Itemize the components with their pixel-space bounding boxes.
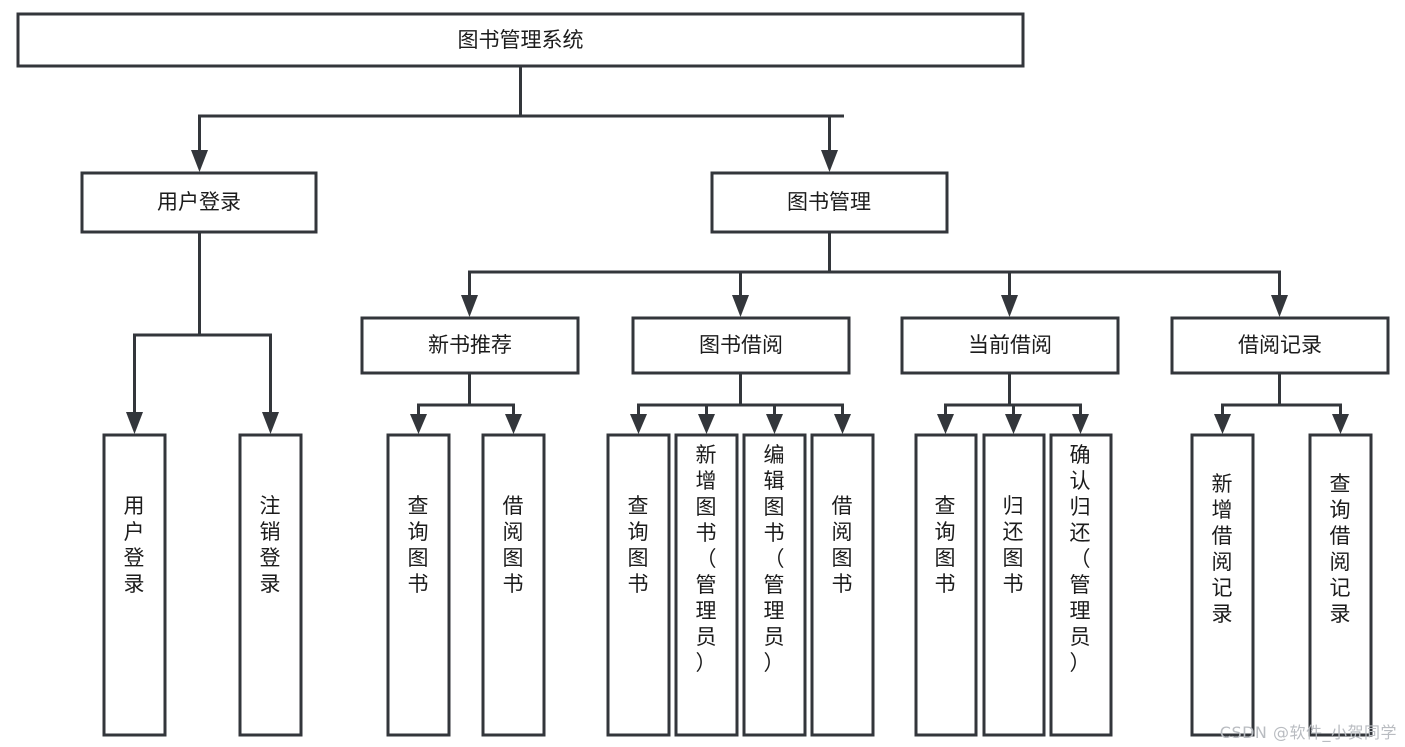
node-leaf-logout-label: 注销登录 [260,494,281,596]
node-leaf-borrow-book-borrow[interactable]: 借阅图书 [810,433,875,737]
arrow-current-to-leaf1 [937,414,954,434]
node-leaf-query-book-current-label: 查询图书 [935,494,956,596]
node-borrow-records-box[interactable] [1170,316,1390,375]
node-current-borrow[interactable]: 当前借阅 [900,316,1120,375]
arrow-borrow-to-leaf2 [698,414,715,434]
node-leaf-borrow-book-recommend-label: 借阅图书 [503,494,524,596]
node-leaf-query-book-recommend-box[interactable] [386,433,451,737]
node-current-borrow-box[interactable] [900,316,1120,375]
node-leaf-query-book-current-box[interactable] [914,433,978,737]
node-leaf-add-borrow-record-box[interactable] [1190,433,1255,737]
node-leaf-query-book-borrow[interactable]: 查询图书 [606,433,671,737]
node-borrow-records-label: 借阅记录 [1238,333,1322,357]
node-leaf-confirm-return-admin-box[interactable] [1049,433,1113,737]
node-leaf-query-borrow-record-box[interactable] [1308,433,1373,737]
node-leaf-user-login-box[interactable] [102,433,167,737]
arrow-records-to-leaf1 [1214,414,1231,434]
node-leaf-edit-book-admin-box[interactable] [742,433,807,737]
node-leaf-logout[interactable]: 注销登录 [238,433,303,737]
node-leaf-edit-book-admin-label: 编辑图书（管理员） [764,443,785,675]
arrow-records-to-leaf2 [1332,414,1349,434]
node-leaf-query-book-recommend[interactable]: 查询图书 [386,433,451,737]
node-leaf-add-borrow-record[interactable]: 新增借阅记录 [1190,433,1255,737]
node-leaf-borrow-book-recommend-box[interactable] [481,433,546,737]
node-root-book-management-system[interactable]: 图书管理系统 [16,12,1025,68]
node-leaf-query-book-borrow-label: 查询图书 [628,494,649,596]
node-leaf-edit-book-admin[interactable]: 编辑图书（管理员） [742,433,807,737]
node-leaf-return-book[interactable]: 归还图书 [982,433,1046,737]
watermark-label: CSDN @软件_小贺同学 [1219,723,1397,742]
arrow-root-to-user-login [191,150,208,172]
arrow-userlogin-to-leaf1 [126,412,143,434]
arrow-current-to-leaf3 [1072,414,1089,434]
node-leaf-confirm-return-admin[interactable]: 确认归还（管理员） [1049,433,1113,737]
node-leaf-borrow-book-borrow-label: 借阅图书 [832,494,853,596]
node-leaf-query-book-current[interactable]: 查询图书 [914,433,978,737]
arrow-newbook-to-leaf2 [505,414,522,434]
node-borrow-records[interactable]: 借阅记录 [1170,316,1390,375]
node-leaf-confirm-return-admin-label: 确认归还（管理员） [1070,443,1091,675]
node-book-management[interactable]: 图书管理 [710,171,949,234]
node-root-box[interactable] [16,12,1025,68]
node-leaf-query-book-recommend-label: 查询图书 [408,494,429,596]
node-leaf-borrow-book-borrow-box[interactable] [810,433,875,737]
node-leaf-query-borrow-record[interactable]: 查询借阅记录 [1308,433,1373,737]
connector-layer [126,64,1349,434]
node-book-management-box[interactable] [710,171,949,234]
node-leaf-query-borrow-record-label: 查询借阅记录 [1330,472,1351,626]
node-leaf-borrow-book-recommend[interactable]: 借阅图书 [481,433,546,737]
node-book-borrow[interactable]: 图书借阅 [631,316,851,375]
node-leaf-query-book-borrow-box[interactable] [606,433,671,737]
node-root-label: 图书管理系统 [458,28,584,52]
node-leaf-logout-box[interactable] [238,433,303,737]
arrow-bookmgmt-to-newbook [461,295,478,317]
node-leaf-return-book-box[interactable] [982,433,1046,737]
node-book-borrow-label: 图书借阅 [699,333,783,357]
node-leaf-return-book-label: 归还图书 [1003,494,1024,596]
node-leaf-add-book-admin[interactable]: 新增图书（管理员） [674,433,739,737]
node-leaf-user-login[interactable]: 用户登录 [102,433,167,737]
node-current-borrow-label: 当前借阅 [968,333,1052,357]
node-new-book-recommend-box[interactable] [360,316,580,375]
node-user-login[interactable]: 用户登录 [80,171,318,234]
arrow-newbook-to-leaf1 [410,414,427,434]
node-book-borrow-box[interactable] [631,316,851,375]
node-user-login-box[interactable] [80,171,318,234]
arrow-borrow-to-leaf1 [630,414,647,434]
node-new-book-recommend[interactable]: 新书推荐 [360,316,580,375]
node-leaf-add-book-admin-label: 新增图书（管理员） [696,443,717,675]
arrow-bookmgmt-to-current [1001,295,1018,317]
arrow-bookmgmt-to-records [1271,295,1288,317]
arrow-borrow-to-leaf4 [834,414,851,434]
arrow-userlogin-to-leaf2 [262,412,279,434]
node-leaf-add-book-admin-box[interactable] [674,433,739,737]
node-leaf-add-borrow-record-label: 新增借阅记录 [1212,472,1233,626]
node-new-book-recommend-label: 新书推荐 [428,333,512,357]
arrow-root-to-book-mgmt [821,150,838,172]
node-book-management-label: 图书管理 [787,190,871,214]
arrow-current-to-leaf2 [1005,414,1022,434]
arrow-borrow-to-leaf3 [766,414,783,434]
node-user-login-label: 用户登录 [157,190,241,214]
node-leaf-user-login-label: 用户登录 [124,494,145,596]
arrow-bookmgmt-to-borrow [732,295,749,317]
